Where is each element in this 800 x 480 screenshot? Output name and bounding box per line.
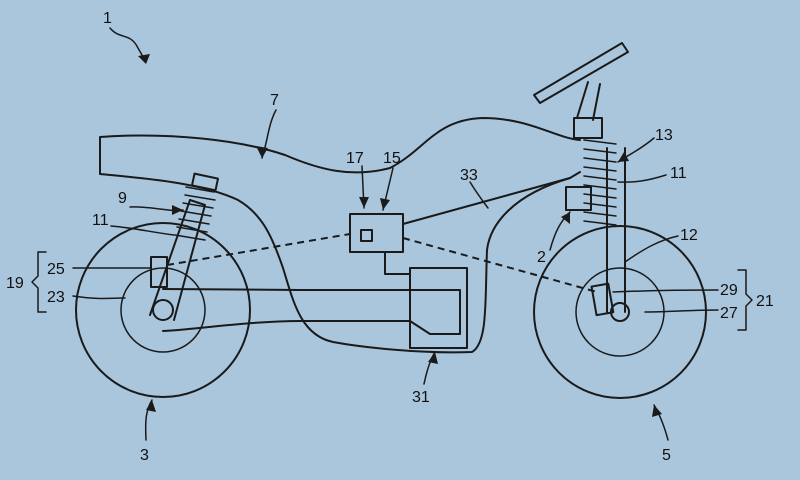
swing-arm: [162, 288, 461, 335]
battery-unit: [384, 251, 468, 349]
label-17: 17: [346, 150, 364, 167]
label-15: 15: [383, 150, 401, 167]
label-27: 27: [720, 305, 738, 322]
label-11-front: 11: [670, 165, 687, 182]
leader-lines: [72, 27, 719, 441]
front-wheel-sensor: [590, 282, 615, 317]
label-12: 12: [680, 227, 698, 244]
label-31: 31: [412, 389, 430, 406]
label-11-rear: 11: [92, 212, 109, 229]
label-7: 7: [270, 92, 279, 109]
rear-wheel: [75, 222, 251, 398]
label-5: 5: [662, 447, 671, 464]
signal-line: [402, 177, 571, 225]
label-29: 29: [720, 282, 738, 299]
label-13: 13: [655, 127, 673, 144]
front-suspension: [533, 42, 629, 313]
label-9: 9: [118, 190, 127, 207]
label-3: 3: [140, 447, 149, 464]
label-23: 23: [47, 289, 65, 306]
label-33: 33: [460, 167, 478, 184]
label-19: 19: [6, 275, 24, 292]
label-2: 2: [537, 249, 546, 266]
label-1: 1: [103, 10, 112, 27]
reference-numerals: 1 7 9 11 17 15 33 13 11 2 12 19 25 23 29…: [6, 10, 774, 464]
arrowheads: [138, 54, 662, 417]
rear-sensor: [150, 256, 168, 288]
label-21: 21: [756, 293, 774, 310]
front-sensor-box: [565, 186, 592, 211]
body-frame: [99, 117, 581, 354]
controller-unit: [349, 213, 404, 253]
front-wheel: [533, 225, 707, 399]
front-signal-dashed: [402, 237, 598, 293]
label-25: 25: [47, 261, 65, 278]
rear-suspension: [149, 172, 219, 321]
rear-signal-dashed: [166, 233, 351, 266]
bracket-21: [737, 269, 753, 331]
bracket-19: [31, 251, 47, 313]
